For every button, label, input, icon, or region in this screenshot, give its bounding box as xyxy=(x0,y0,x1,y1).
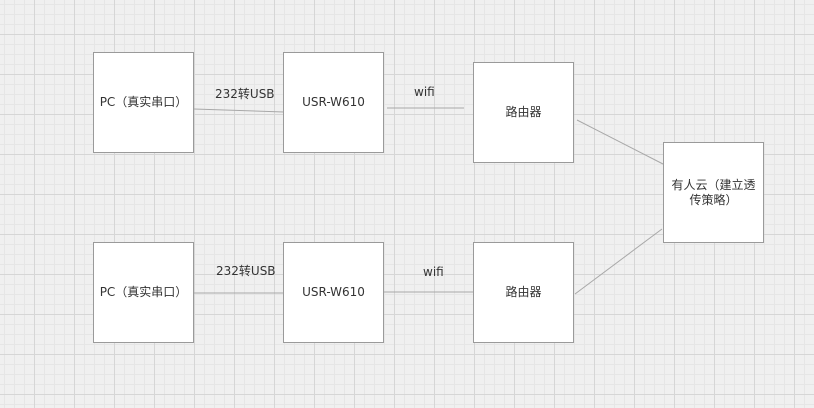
edge-pc-usr-top xyxy=(193,108,285,113)
node-router-bottom[interactable]: 路由器 xyxy=(473,242,574,343)
node-router-top[interactable]: 路由器 xyxy=(473,62,574,163)
node-pc-top[interactable]: PC（真实串口） xyxy=(93,52,194,153)
node-cloud[interactable]: 有人云（建立透传策略） xyxy=(663,142,764,243)
node-usr-w610-top[interactable]: USR-W610 xyxy=(283,52,384,153)
edge-label-pc-usr-bottom: 232转USB xyxy=(216,264,276,278)
edge-router-cloud-bottom xyxy=(574,228,663,295)
edge-label-pc-usr-top: 232转USB xyxy=(215,87,275,101)
node-usr-w610-bottom[interactable]: USR-W610 xyxy=(283,242,384,343)
edge-label-usr-router-top: wifi xyxy=(414,85,435,99)
edge-router-cloud-top xyxy=(576,119,664,165)
edge-label-usr-router-bottom: wifi xyxy=(423,265,444,279)
node-pc-bottom[interactable]: PC（真实串口） xyxy=(93,242,194,343)
